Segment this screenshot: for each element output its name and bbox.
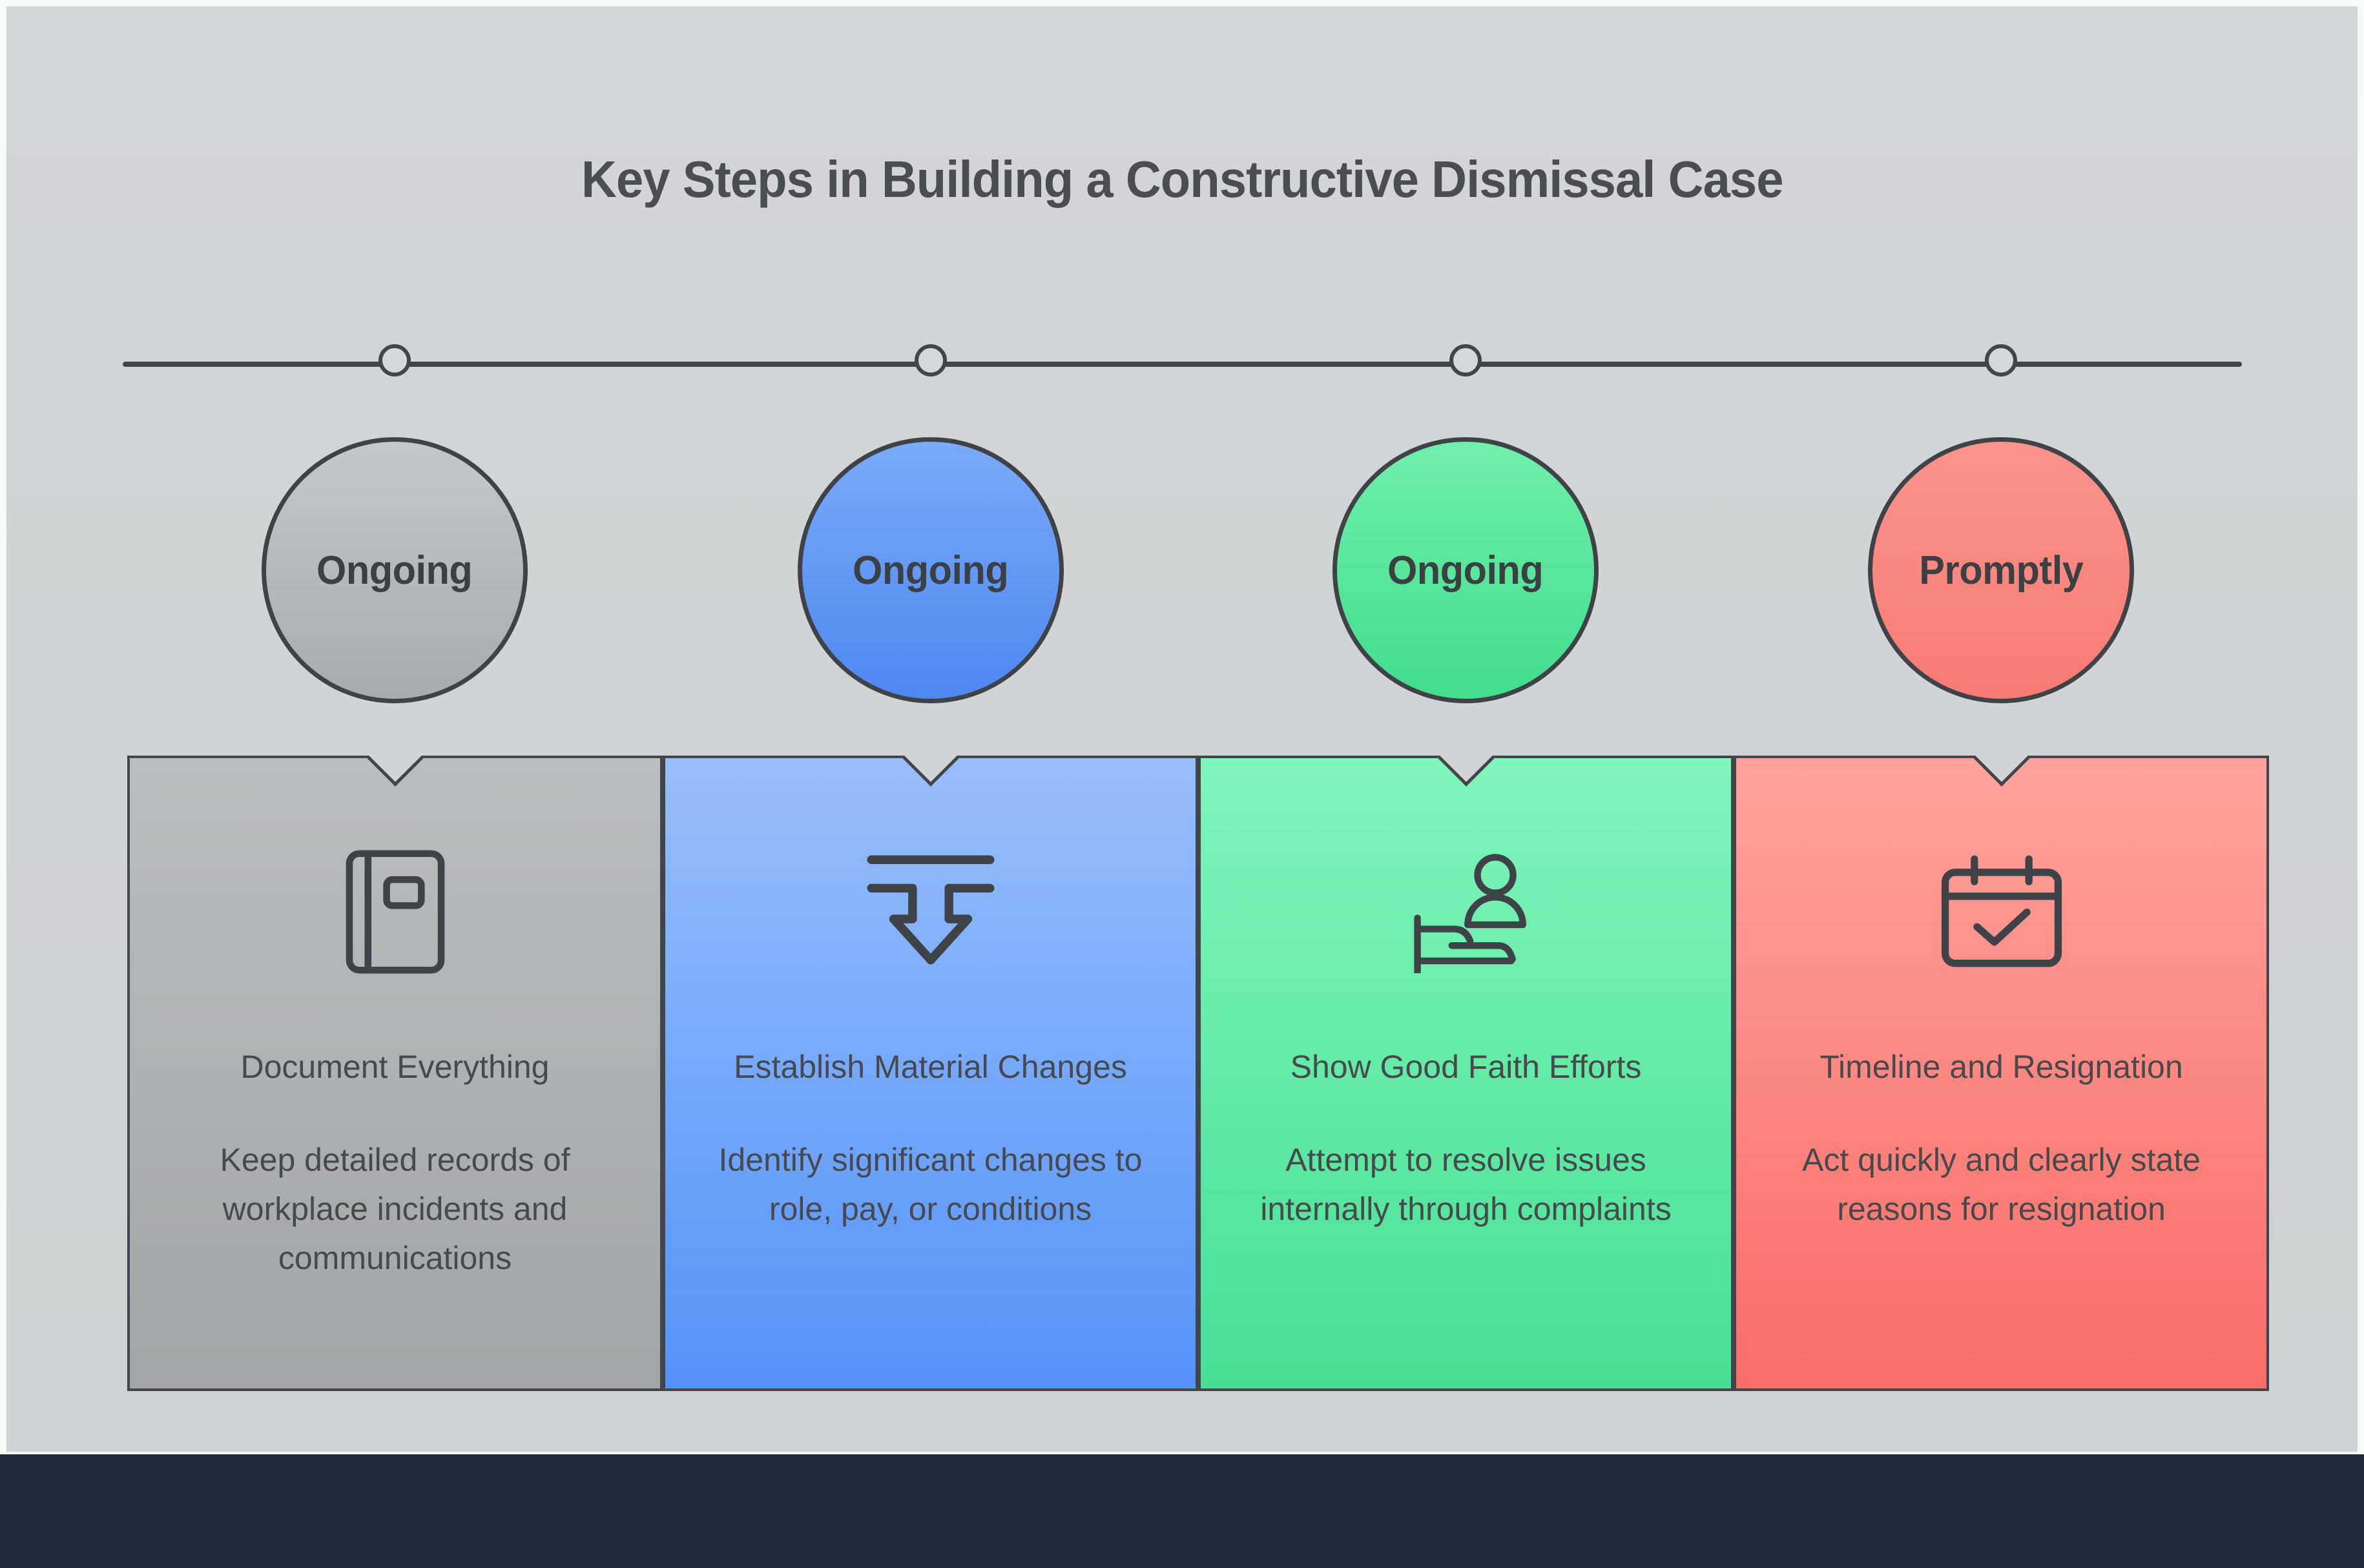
timeline-line xyxy=(123,362,2242,367)
step-badge-label: Ongoing xyxy=(316,548,473,593)
card-notch xyxy=(1973,730,2030,787)
card-notch xyxy=(902,730,959,787)
card-body: Keep detailed records of workplace incid… xyxy=(220,1142,570,1276)
card-notch xyxy=(1437,730,1495,787)
step-badge-4: Promptly xyxy=(1868,437,2134,703)
notebook-icon xyxy=(130,842,660,981)
card-text: Timeline and Resignation Act quickly and… xyxy=(1736,1042,2266,1233)
timeline-node-4 xyxy=(1985,344,2017,377)
card-text: Show Good Faith Efforts Attempt to resol… xyxy=(1201,1042,1731,1233)
card-body: Act quickly and clearly state reasons fo… xyxy=(1802,1142,2201,1227)
card-title: Show Good Faith Efforts xyxy=(1290,1049,1642,1085)
step-badge-2: Ongoing xyxy=(798,437,1064,703)
step-card-establish-material-changes: Establish Material Changes Identify sign… xyxy=(663,730,1198,1391)
card-body: Attempt to resolve issues internally thr… xyxy=(1260,1142,1672,1227)
step-badge-label: Promptly xyxy=(1918,548,2084,593)
step-badge-label: Ongoing xyxy=(853,548,1009,593)
timeline-node-2 xyxy=(915,344,947,377)
card-title: Timeline and Resignation xyxy=(1820,1049,2183,1085)
card-body: Identify significant changes to role, pa… xyxy=(718,1142,1143,1227)
step-card-document-everything: Document Everything Keep detailed record… xyxy=(127,730,663,1391)
slide-canvas: Key Steps in Building a Constructive Dis… xyxy=(6,6,2358,1452)
calendar-check-icon xyxy=(1736,842,2266,981)
step-badge-1: Ongoing xyxy=(262,437,528,703)
step-badge-3: Ongoing xyxy=(1332,437,1599,703)
footer-bar xyxy=(0,1454,2364,1568)
step-card-show-good-faith-efforts: Show Good Faith Efforts Attempt to resol… xyxy=(1198,730,1734,1391)
page-title: Key Steps in Building a Constructive Dis… xyxy=(581,150,1784,208)
card-title: Establish Material Changes xyxy=(734,1049,1127,1085)
card-notch xyxy=(366,730,424,787)
step-card-timeline-and-resignation: Timeline and Resignation Act quickly and… xyxy=(1734,730,2269,1391)
card-title: Document Everything xyxy=(240,1049,550,1085)
card-text: Establish Material Changes Identify sign… xyxy=(665,1042,1196,1233)
arrow-down-icon xyxy=(665,842,1196,981)
step-badge-label: Ongoing xyxy=(1387,548,1544,593)
person-resting-icon xyxy=(1201,842,1731,981)
card-text: Document Everything Keep detailed record… xyxy=(130,1042,660,1283)
timeline-node-3 xyxy=(1449,344,1482,377)
timeline-node-1 xyxy=(378,344,411,377)
